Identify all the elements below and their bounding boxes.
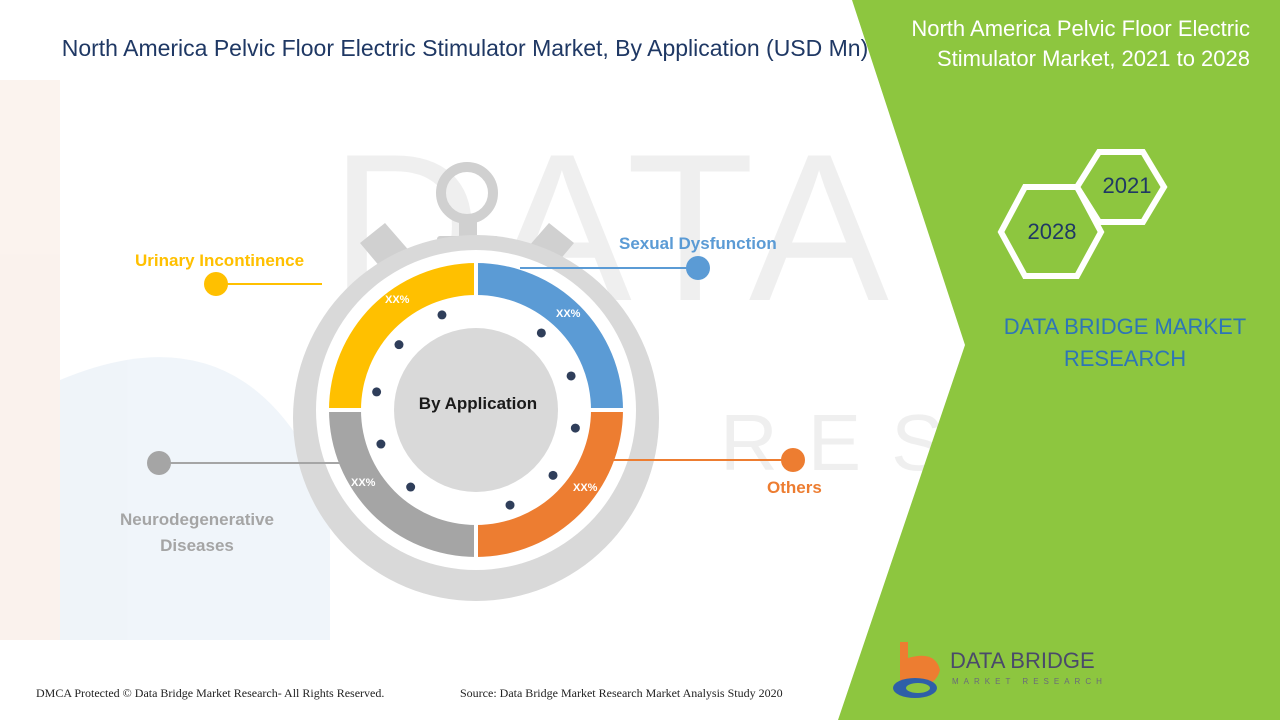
dial-dot: [376, 439, 386, 449]
segment-value-others: XX%: [573, 482, 598, 494]
dial-dots: [372, 310, 580, 510]
segment-value-sexual: XX%: [556, 308, 581, 320]
dial-dot: [548, 470, 558, 480]
segment-label-others: Others: [767, 478, 822, 497]
brand-label: DATA BRIDGE MARKET RESEARCH: [1003, 314, 1247, 371]
year-end-label: 2028: [1027, 219, 1077, 244]
right-panel-title: North America Pelvic Floor Electric Stim…: [911, 16, 1250, 71]
dial-dot: [406, 482, 416, 492]
center-label: By Application: [418, 394, 538, 413]
dial-dot: [566, 371, 576, 381]
dial-dot: [394, 340, 404, 350]
dial-dot: [437, 310, 447, 320]
logo-line1: DATA BRIDGE: [950, 648, 1095, 673]
logo-mark: [893, 642, 940, 698]
chart-title: North America Pelvic Floor Electric Stim…: [61, 35, 869, 61]
green-panel: [838, 0, 1280, 720]
center-disc: [394, 328, 558, 492]
dial-dot: [505, 500, 515, 510]
segment-value-neuro: XX%: [351, 477, 376, 489]
segment-value-urinary: XX%: [385, 294, 410, 306]
application-donut: [327, 261, 625, 559]
dial-dot: [570, 423, 580, 433]
dial-dot: [536, 328, 546, 338]
connectors: [147, 256, 805, 475]
segment-label-neuro: Neurodegenerative Diseases: [120, 510, 274, 555]
segment-label-urinary: Urinary Incontinence: [135, 251, 305, 270]
year-start-label: 2021: [1102, 173, 1152, 198]
segment-neuro: [329, 410, 476, 557]
segment-label-sexual: Sexual Dysfunction: [619, 234, 777, 253]
footer-source: Source: Data Bridge Market Research Mark…: [460, 686, 783, 700]
logo-line2: MARKET RESEARCH: [952, 677, 1107, 686]
segment-sexual: [476, 263, 623, 410]
hexagon-2028: [997, 184, 1105, 279]
footer-copyright: DMCA Protected © Data Bridge Market Rese…: [36, 686, 385, 700]
dial-dot: [372, 387, 382, 397]
segment-others: [476, 410, 623, 557]
segment-urinary: [329, 263, 476, 410]
